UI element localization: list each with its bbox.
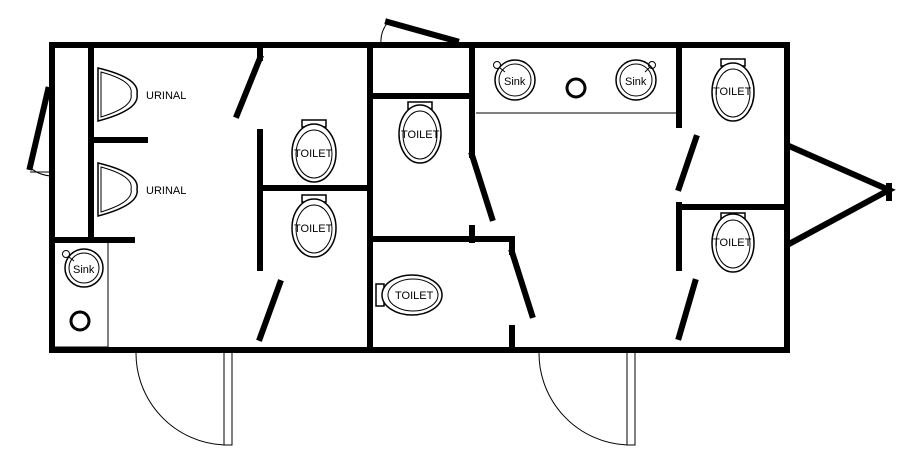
toilet-5: TOILET — [711, 58, 755, 122]
sink-2-label: Sink — [625, 76, 647, 88]
urinal-1: URINAL — [97, 67, 186, 122]
trailer-hitch — [784, 142, 896, 249]
bottom-left-door — [135, 351, 233, 446]
door-toilet-left-lower — [256, 279, 284, 342]
toilet-5-label: TOILET — [713, 86, 752, 98]
toilet-4: TOILET — [375, 274, 443, 316]
toilet-2-label: TOILET — [294, 223, 333, 235]
door-toilet-right-bottom — [675, 278, 699, 341]
toilet-2: TOILET — [291, 194, 337, 258]
stall-doors — [233, 54, 700, 342]
top-door — [380, 18, 460, 45]
sink-2: Sink — [615, 59, 657, 101]
bottom-right-door — [538, 351, 636, 446]
toilet-1: TOILET — [291, 119, 337, 183]
floor-drain-2 — [69, 310, 91, 332]
urinal-2-label: URINAL — [146, 185, 186, 197]
door-urinal — [233, 54, 264, 119]
door-toilet-center-top — [468, 151, 496, 222]
toilet-3: TOILET — [398, 101, 442, 164]
toilet-3-label: TOILET — [401, 129, 440, 141]
sink-1: Sink — [493, 59, 536, 101]
interior-walls — [52, 42, 790, 353]
sink-1-label: Sink — [504, 76, 526, 88]
urinal-1-label: URINAL — [146, 90, 186, 102]
door-toilet-right-top — [675, 134, 700, 192]
toilet-6: TOILET — [711, 212, 755, 273]
toilet-6-label: TOILET — [713, 237, 752, 249]
toilet-1-label: TOILET — [294, 148, 333, 160]
sink-3: Sink — [62, 248, 104, 288]
door-toilet-center-bottom — [508, 248, 536, 319]
counters — [55, 112, 676, 348]
left-exterior-door — [26, 86, 52, 177]
toilet-4-label: TOILET — [395, 290, 434, 302]
sink-3-label: Sink — [73, 264, 95, 276]
floor-drain-1 — [565, 77, 587, 99]
urinal-2: URINAL — [97, 162, 186, 217]
outer-wall — [49, 42, 790, 353]
